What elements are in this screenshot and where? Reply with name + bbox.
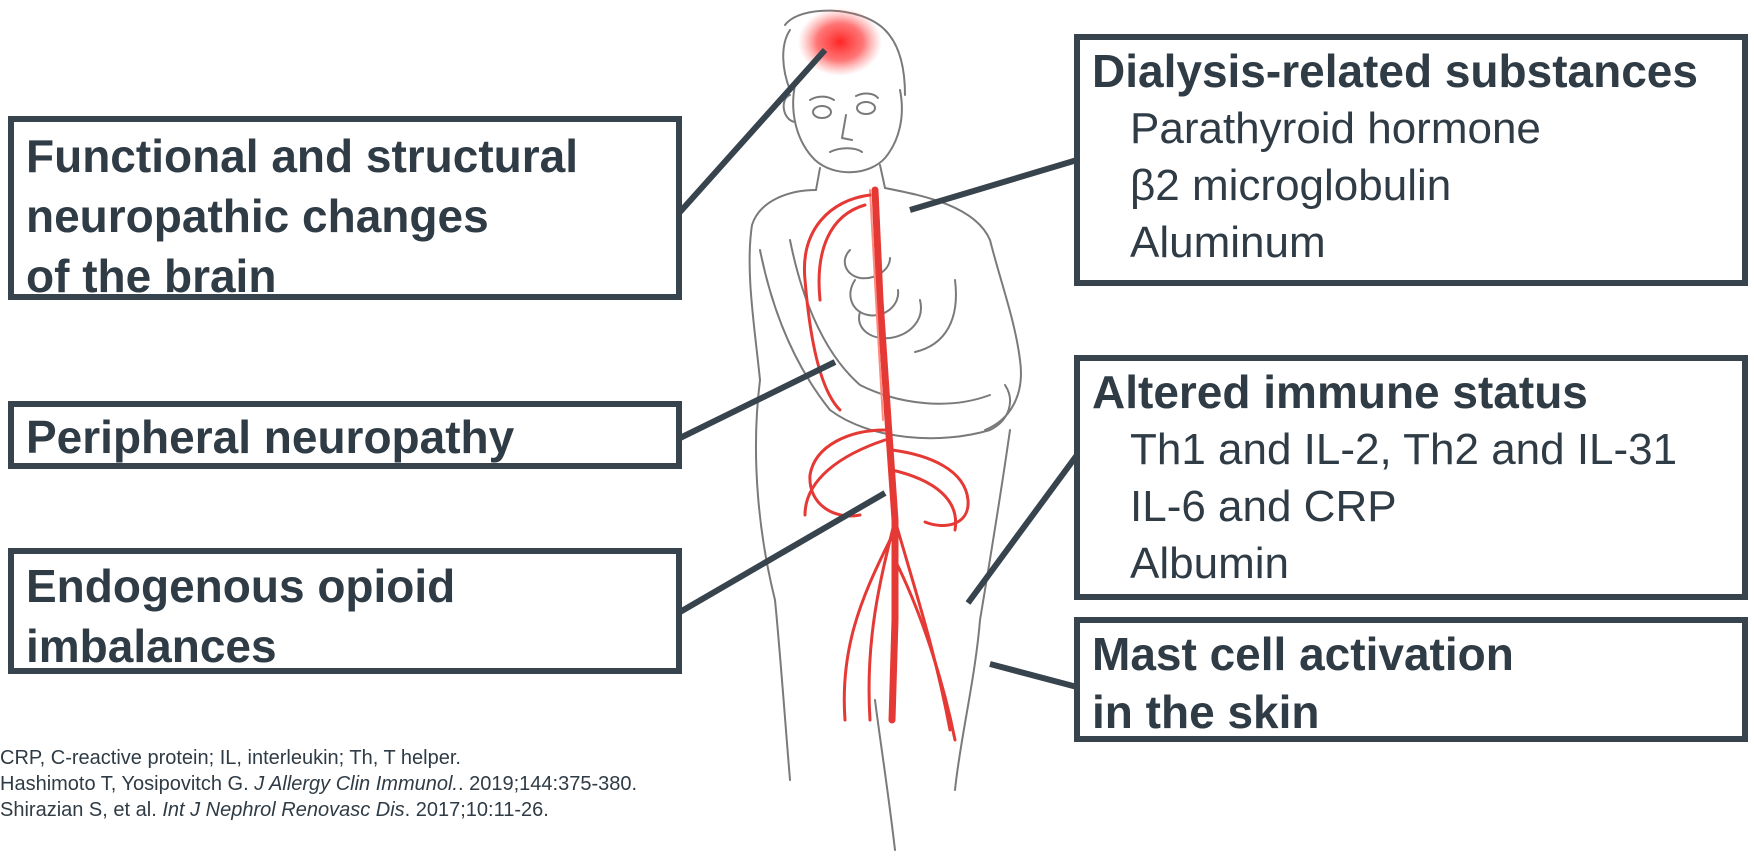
- connector-immune: [968, 455, 1077, 603]
- nerve-network: [804, 190, 968, 740]
- connector-peripheral: [680, 362, 835, 438]
- connector-opioid: [680, 493, 885, 612]
- immune-status-title: Altered immune status: [1092, 363, 1742, 421]
- reference-1: Hashimoto T, Yosipovitch G. J Allergy Cl…: [0, 771, 637, 797]
- abbreviations-note: CRP, C-reactive protein; IL, interleukin…: [0, 745, 637, 771]
- brain-changes-line-1: Functional and structural: [26, 126, 676, 186]
- ref2-authors: Shirazian S, et al.: [0, 799, 162, 821]
- immune-item-il6-crp: IL-6 and CRP: [1092, 478, 1742, 535]
- dialysis-item-pth: Parathyroid hormone: [1092, 100, 1742, 157]
- reference-2: Shirazian S, et al. Int J Nephrol Renova…: [0, 797, 637, 823]
- ref2-details: . 2017;10:11-26.: [405, 799, 549, 821]
- ref1-journal: J Allergy Clin Immunol.: [254, 773, 458, 795]
- connector-mast-cell: [990, 664, 1077, 687]
- dialysis-item-aluminum: Aluminum: [1092, 214, 1742, 271]
- peripheral-neuropathy-box: Peripheral neuropathy: [8, 401, 682, 469]
- brain-changes-line-2: neuropathic changes: [26, 186, 676, 246]
- dialysis-item-b2m: β2 microglobulin: [1092, 157, 1742, 214]
- opioid-imbalance-box: Endogenous opioid imbalances: [8, 548, 682, 674]
- dialysis-substances-title: Dialysis-related substances: [1092, 42, 1742, 100]
- immune-item-albumin: Albumin: [1092, 535, 1742, 592]
- immune-item-th: Th1 and IL-2, Th2 and IL-31: [1092, 421, 1742, 478]
- mast-cell-box: Mast cell activation in the skin: [1074, 617, 1748, 742]
- footnotes: CRP, C-reactive protein; IL, interleukin…: [0, 745, 637, 823]
- ref1-details: . 2019;144:375-380.: [458, 773, 637, 795]
- opioid-imbalance-line-2: imbalances: [26, 616, 676, 676]
- ref1-authors: Hashimoto T, Yosipovitch G.: [0, 773, 254, 795]
- brain-changes-line-3: of the brain: [26, 246, 676, 306]
- mast-cell-line-1: Mast cell activation: [1092, 625, 1742, 683]
- mast-cell-line-2: in the skin: [1092, 683, 1742, 741]
- dialysis-substances-box: Dialysis-related substances Parathyroid …: [1074, 34, 1748, 286]
- immune-status-box: Altered immune status Th1 and IL-2, Th2 …: [1074, 355, 1748, 600]
- opioid-imbalance-line-1: Endogenous opioid: [26, 556, 676, 616]
- brain-changes-box: Functional and structural neuropathic ch…: [8, 116, 682, 300]
- connector-dialysis: [910, 160, 1077, 210]
- peripheral-neuropathy-title: Peripheral neuropathy: [26, 407, 676, 467]
- connector-brain: [680, 50, 825, 212]
- ref2-journal: Int J Nephrol Renovasc Dis: [162, 799, 404, 821]
